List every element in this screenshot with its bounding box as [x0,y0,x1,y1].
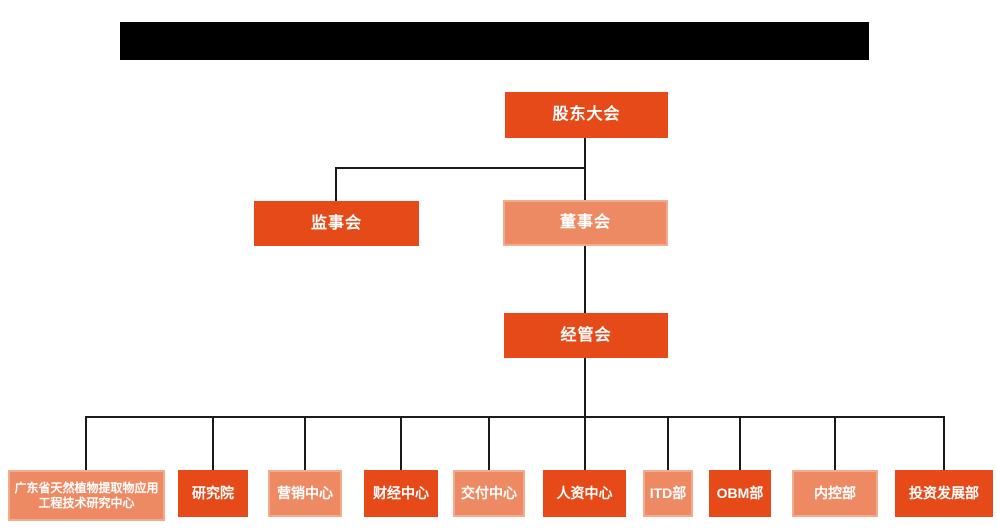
dept-node-internal-control-department: 内控部 [792,470,878,517]
connector-management-down [584,358,586,470]
connector-drop-dept-7 [667,416,669,470]
connector-drop-dept-3 [304,416,306,470]
dept-node-investment-development-department: 投资发展部 [895,470,993,517]
title-banner [120,22,869,60]
org-node-board-of-directors: 董事会 [503,200,668,246]
connector-drop-dept-1 [85,416,87,470]
connector-drop-dept-2 [212,416,214,470]
dept-node-gd-plant-extract-research-center: 广东省天然植物提取物应用工程技术研究中心 [8,470,165,521]
connector-drop-dept-8 [739,416,741,470]
dept-node-research-institute: 研究院 [178,470,248,517]
connector-departments-horizontal [85,416,945,418]
org-node-shareholders-meeting: 股东大会 [505,92,668,138]
org-node-management-committee: 经管会 [504,313,668,358]
connector-drop-dept-9 [834,416,836,470]
connector-root-to-board [584,138,586,200]
org-node-supervisory-board: 监事会 [254,201,419,246]
dept-node-marketing-center: 营销中心 [268,470,342,517]
dept-node-obm-department: OBM部 [709,470,771,517]
connector-drop-dept-5 [488,416,490,470]
connector-board-to-management [584,246,586,313]
connector-level2-horizontal [335,167,586,169]
dept-node-delivery-center: 交付中心 [453,470,525,517]
dept-node-hr-center: 人资中心 [543,470,626,517]
connector-drop-dept-10 [943,416,945,470]
connector-to-supervisory [335,167,337,201]
connector-drop-dept-4 [400,416,402,470]
dept-node-itd-department: ITD部 [643,470,693,517]
dept-node-finance-center: 财经中心 [364,470,438,517]
